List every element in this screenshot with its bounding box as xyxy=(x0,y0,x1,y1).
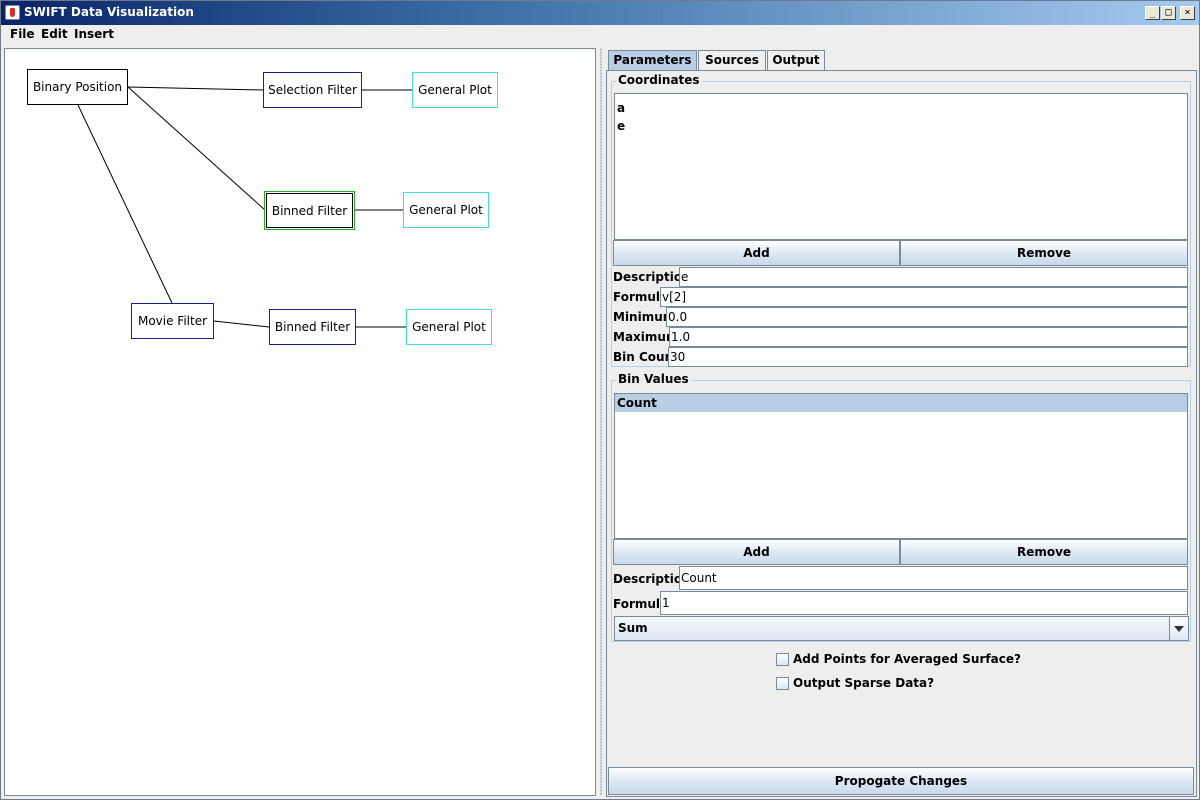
node-binned-filter-2[interactable]: Binned Filter xyxy=(269,309,356,345)
bin-values-list[interactable]: Count xyxy=(614,393,1188,539)
node-label: Binned Filter xyxy=(274,320,351,334)
parameters-tab-content: Coordinates a e Add Remove Description e… xyxy=(606,70,1197,797)
aggregate-value: Sum xyxy=(618,621,648,635)
java-app-icon xyxy=(5,5,20,20)
node-label: Selection Filter xyxy=(268,83,357,97)
node-label: General Plot xyxy=(418,83,492,97)
coordinates-title: Coordinates xyxy=(616,73,702,87)
aggregate-combo[interactable]: Sum xyxy=(614,616,1189,641)
maximum-label: Maximum xyxy=(613,330,679,344)
edge-binary-to-binned xyxy=(127,86,266,211)
split-pane-divider[interactable] xyxy=(597,48,605,796)
node-general-plot-3[interactable]: General Plot xyxy=(406,309,492,345)
bin-count-label: Bin Count xyxy=(613,350,679,364)
properties-panel: Parameters Sources Output Coordinates a … xyxy=(605,48,1198,798)
maximum-field[interactable]: 1.0 xyxy=(669,327,1188,347)
node-selection-filter[interactable]: Selection Filter xyxy=(263,72,362,108)
maximize-button[interactable]: □ xyxy=(1161,6,1176,20)
edge-binary-to-movie xyxy=(77,104,173,304)
sparse-data-option[interactable]: Output Sparse Data? xyxy=(776,676,934,690)
bin-values-title: Bin Values xyxy=(616,372,691,386)
list-item[interactable]: e xyxy=(617,119,626,133)
propagate-changes-button[interactable]: Propogate Changes xyxy=(608,767,1194,795)
coordinates-remove-button[interactable]: Remove xyxy=(900,240,1188,266)
node-label: Binary Position xyxy=(32,80,123,94)
formula-label: Formula xyxy=(613,290,669,304)
menu-insert[interactable]: Insert xyxy=(74,27,114,41)
tab-parameters[interactable]: Parameters xyxy=(608,50,697,71)
bin-formula-field[interactable]: 1 xyxy=(660,591,1188,615)
node-general-plot-1[interactable]: General Plot xyxy=(412,72,498,108)
description-label: Description xyxy=(613,270,691,284)
menu-bar: File Edit Insert xyxy=(1,25,1199,45)
bin-values-add-button[interactable]: Add xyxy=(613,539,900,565)
coordinates-add-button[interactable]: Add xyxy=(613,240,900,266)
edge-binary-to-selection xyxy=(127,86,264,91)
minimize-button[interactable]: _ xyxy=(1145,6,1160,20)
sparse-data-label: Output Sparse Data? xyxy=(793,676,935,690)
bin-formula-label: Formula xyxy=(613,597,669,611)
node-label: Binned Filter xyxy=(271,203,348,218)
coordinates-list[interactable]: a e xyxy=(614,93,1188,240)
menu-edit[interactable]: Edit xyxy=(41,27,68,41)
menu-file[interactable]: File xyxy=(10,27,35,41)
edge-movie-to-binned xyxy=(213,320,270,328)
averaged-surface-checkbox[interactable] xyxy=(776,652,789,666)
node-label: Movie Filter xyxy=(137,314,208,328)
list-item-selected[interactable]: Count xyxy=(615,394,1187,412)
bin-description-field[interactable]: Count xyxy=(679,566,1188,590)
title-bar[interactable]: SWIFT Data Visualization _ □ × xyxy=(1,1,1199,25)
averaged-surface-label: Add Points for Averaged Surface? xyxy=(793,652,1021,666)
list-item[interactable]: a xyxy=(617,101,626,115)
maximize-icon: □ xyxy=(1165,7,1172,18)
bin-values-group: Bin Values xyxy=(611,372,1191,642)
node-selection-border: Binned Filter xyxy=(266,193,353,228)
bin-description-label: Description xyxy=(613,572,691,586)
formula-field[interactable]: v[2] xyxy=(660,287,1188,307)
graph-canvas[interactable]: Binary Position Selection Filter General… xyxy=(4,48,596,796)
node-movie-filter[interactable]: Movie Filter xyxy=(131,303,214,339)
graph-edges xyxy=(77,86,412,328)
close-button[interactable]: × xyxy=(1180,6,1195,20)
chevron-down-icon[interactable] xyxy=(1169,617,1188,640)
close-icon: × xyxy=(1184,7,1191,18)
sparse-data-checkbox[interactable] xyxy=(776,676,789,690)
tab-sources[interactable]: Sources xyxy=(698,50,766,70)
description-field[interactable]: e xyxy=(679,267,1188,287)
node-general-plot-2[interactable]: General Plot xyxy=(403,192,489,228)
bin-values-remove-button[interactable]: Remove xyxy=(900,539,1188,565)
minimum-field[interactable]: 0.0 xyxy=(666,307,1188,327)
averaged-surface-option[interactable]: Add Points for Averaged Surface? xyxy=(776,652,1021,666)
node-binary-position[interactable]: Binary Position xyxy=(27,69,128,105)
window-title: SWIFT Data Visualization xyxy=(24,5,194,19)
bin-count-field[interactable]: 30 xyxy=(668,347,1188,367)
minimize-icon: _ xyxy=(1149,7,1156,18)
node-label: General Plot xyxy=(412,320,486,334)
node-binned-filter-1[interactable]: Binned Filter xyxy=(264,191,355,230)
tab-output[interactable]: Output xyxy=(767,50,825,70)
node-label: General Plot xyxy=(409,203,483,217)
minimum-label: Minimum xyxy=(613,310,676,324)
